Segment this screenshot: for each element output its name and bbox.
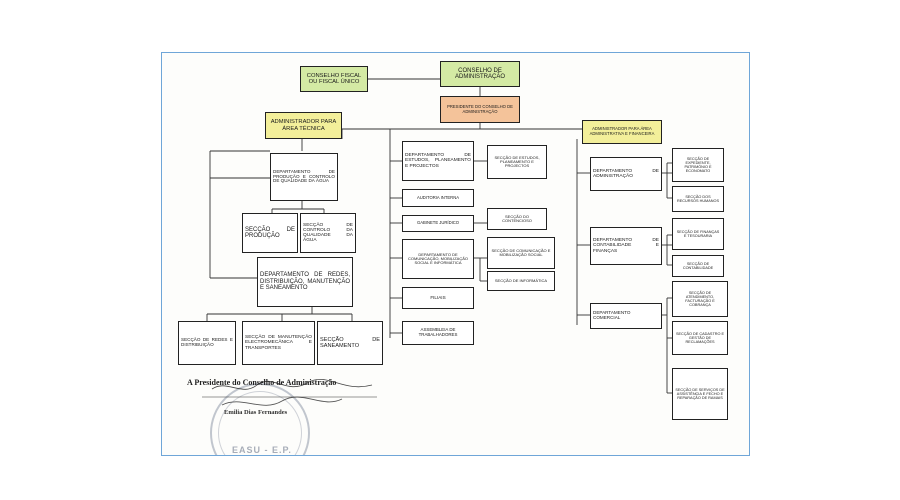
sec-contabilidade-box: SECÇÃO DE CONTABILIDADE [672,255,724,277]
stamp-text: EASU - E.P. [232,445,292,455]
sec-servicos-box: SECÇÃO DE SERVIÇOS DE ASSISTÊNCIA E FECH… [672,368,728,420]
filiais-box: FILIAIS [402,287,474,309]
dep-producao-box: DEPARTAMENTO DE PRODUÇÃO E CONTROLO DE Q… [270,153,338,201]
sec-atendimento-box: SECÇÃO DE ATENDIMENTO, FACTURAÇÃO E COBR… [672,281,728,317]
sec-financas-box: SECÇÃO DE FINANÇAS E TESOURARIA [672,218,724,250]
assembleia-trabalhadores-box: ASSEMBLEIA DE TRABALHADORES [402,321,474,345]
handwritten-signature [202,378,377,406]
sec-cadastro-box: SECÇÃO DE CADASTRO E GESTÃO DE RECLAMAÇÕ… [672,321,728,355]
dep-comunicacao-box: DEPARTAMENTO DE COMUNICAÇÃO, MOBILIZAÇÃO… [402,239,474,279]
signature-title: A Presidente do Conselho de Administraçã… [187,378,337,387]
sec-producao-box: SECÇÃO DE PRODUÇÃO [242,213,298,253]
sec-recursos-humanos-box: SECÇÃO DOS RECURSOS HUMANOS [672,186,724,212]
presidente-box: PRESIDENTE DO CONSELHO DE ADMINISTRAÇÃO [440,96,520,123]
dep-administracao-box: DEPARTAMENTO DE ADMINISTRAÇÃO [590,157,662,191]
signature-name: Emilia Dias Fernandes [224,409,288,416]
dep-contabilidade-box: DEPARTAMENTO DE CONTABILIDADE E FINANÇAS [590,227,662,265]
dep-estudos-box: DEPARTAMENTO DE ESTUDOS, PLANEAMENTO E P… [402,141,474,181]
sec-estudos-box: SECÇÃO DE ESTUDOS, PLANEAMENTO E PROJECT… [487,145,547,179]
dep-comercial-box: DEPARTAMENTO COMERCIAL [590,303,662,329]
sec-expediente-box: SECÇÃO DE EXPEDIENTE, PATRIMÓNIO E ECONO… [672,148,724,182]
administrador-financeiro-box: ADMINISTRADOR PARA ÁREA ADMINISTRATIVA E… [582,120,662,144]
sec-contencioso-box: SECÇÃO DO CONTENCIOSO [487,208,547,230]
org-chart-document: CONSELHO FISCAL OU FISCAL ÚNICO CONSELHO… [161,52,750,456]
sec-redes-box: SECÇÃO DE REDES E DISTRIBUIÇÃO [178,321,236,365]
conselho-fiscal-box: CONSELHO FISCAL OU FISCAL ÚNICO [300,66,368,92]
sec-saneamento-box: SECÇÃO DE SANEAMENTO [317,321,383,365]
sec-comunicacao-box: SECÇÃO DE COMUNICAÇÃO E MOBILIZAÇÃO SOCI… [487,237,555,269]
dep-redes-box: DEPARTAMENTO DE REDES, DISTRIBUIÇÃO, MAN… [257,257,353,307]
sec-controlo-qualidade-box: SECÇÃO DE CONTROLO DA QUALIDADE DA ÁGUA [300,213,356,253]
auditoria-interna-box: AUDITORIA INTERNA [402,189,474,207]
sec-manutencao-box: SECÇÃO DE MANUTENÇÃO ELECTROMECÂNICA E T… [242,321,315,365]
sec-informatica-box: SECÇÃO DE INFORMÁTICA [487,271,555,291]
gabinete-juridico-box: GABINETE JURÍDICO [402,215,474,232]
conselho-administracao-box: CONSELHO DE ADMINISTRAÇÃO [440,61,520,87]
administrador-tecnico-box: ADMINISTRADOR PARA ÁREA TÉCNICA [265,112,342,139]
